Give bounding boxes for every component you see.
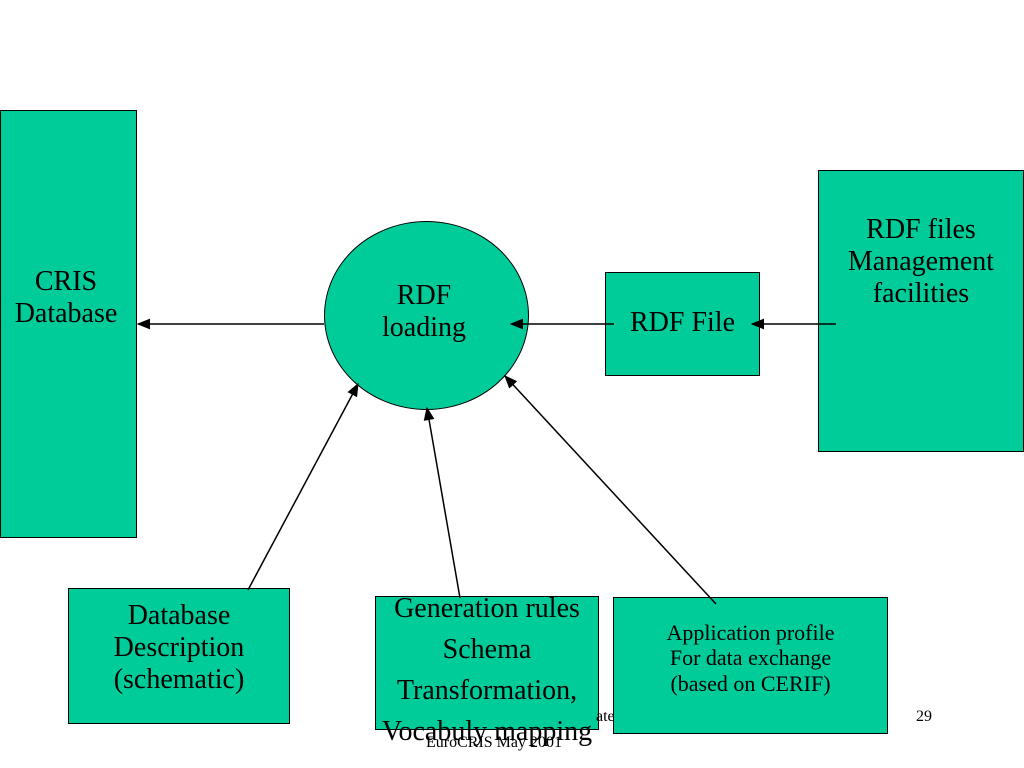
rdf-file-label: RDF File — [605, 307, 760, 339]
application-profile-line-2: For data exchange — [669, 645, 832, 671]
rdf-file-line-1: RDF File — [629, 307, 736, 338]
database-description-box — [68, 588, 290, 724]
cris-database-box — [0, 110, 137, 538]
rdf-loading-circle — [324, 221, 529, 410]
generation-rules-box — [375, 596, 599, 730]
rdf-files-management-label: RDF files Management facilities — [818, 214, 1024, 311]
rdf-loading-label: RDF loading — [364, 280, 484, 344]
database-description-line-3: (schematic) — [113, 664, 245, 696]
arrow-application-profile-to-rdf-loading — [504, 375, 717, 605]
generation-rules-line-1: Generation rules — [394, 593, 580, 624]
cris-database-line-2: Database — [14, 298, 118, 330]
footer-page-number: 29 — [916, 708, 932, 725]
cris-database-line-1: CRIS — [34, 266, 98, 297]
footer-partial-text: ate — [596, 708, 615, 725]
application-profile-line-3: (based on CERIF) — [670, 670, 831, 696]
database-description-label: Database Description (schematic) — [68, 600, 290, 697]
generation-rules-line-3: Transformation, — [396, 675, 578, 706]
application-profile-label: Application profile For data exchange (b… — [613, 620, 888, 696]
rdf-loading-line-2: loading — [382, 312, 466, 344]
rdf-files-management-line-1: RDF files — [866, 214, 976, 245]
cris-database-label: CRIS Database — [0, 266, 132, 330]
rdf-files-management-box — [818, 170, 1024, 452]
rdf-files-management-line-3: facilities — [872, 278, 970, 310]
generation-rules-line-4: Vocabuly mapping — [381, 716, 593, 747]
generation-rules-label: Generation rules Schema Transformation, … — [337, 588, 637, 752]
database-description-line-1: Database — [127, 600, 231, 631]
arrow-generation-rules-to-rdf-loading — [423, 406, 461, 599]
rdf-files-management-line-2: Management — [847, 246, 995, 278]
rdf-loading-line-1: RDF — [396, 280, 452, 311]
arrow-database-description-to-rdf-loading — [247, 382, 359, 591]
generation-rules-line-2: Schema — [442, 634, 532, 665]
rdf-file-box — [605, 272, 760, 376]
application-profile-line-1: Application profile — [666, 620, 835, 645]
database-description-line-2: Description — [113, 632, 245, 664]
footer-event: EuroCRIS May 2001 — [426, 734, 562, 751]
application-profile-box — [613, 597, 888, 734]
